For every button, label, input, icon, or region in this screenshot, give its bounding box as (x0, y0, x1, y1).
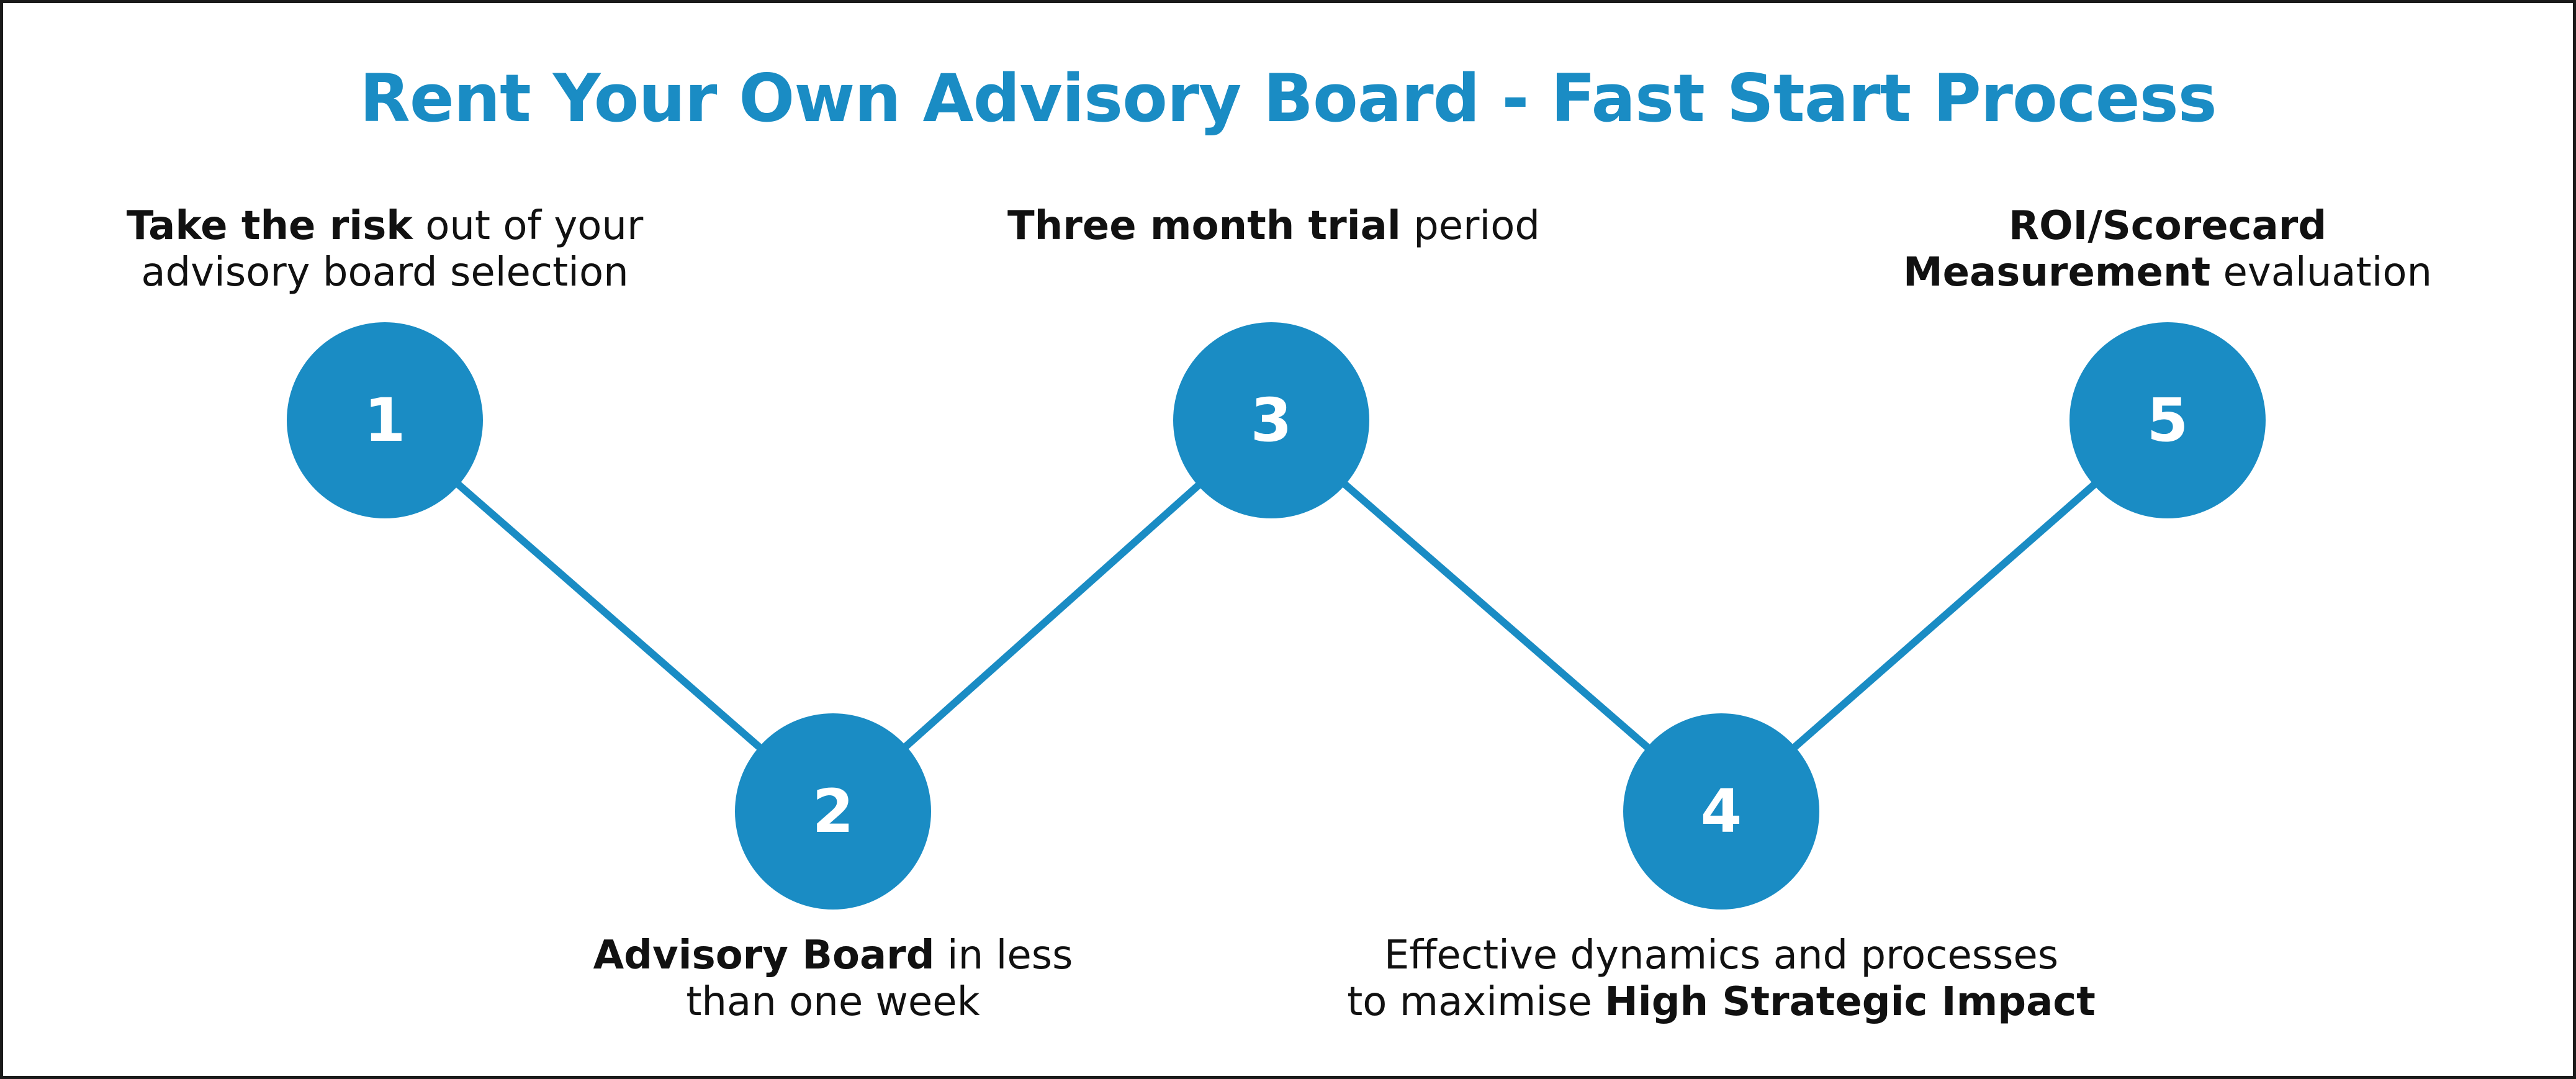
step-2-caption-line-1: Advisory Board in less (593, 932, 1073, 979)
page-title: Rent Your Own Advisory Board - Fast Star… (359, 60, 2217, 137)
step-3-caption-bold: Three month trial (1007, 203, 1401, 249)
step-3-number: 3 (1250, 386, 1292, 455)
step-1-number: 1 (364, 386, 406, 455)
step-2-caption-line-2: than one week (686, 979, 980, 1025)
step-5-circle: 5 (2069, 322, 2266, 518)
connector-4-5 (1719, 417, 2170, 815)
step-5-caption-bold-2: Measurement (1903, 250, 2211, 296)
step-4-number: 4 (1700, 777, 1742, 846)
step-2-caption-bold: Advisory Board (593, 932, 935, 978)
connector-1-2 (382, 417, 835, 815)
step-3-caption-text: period (1400, 203, 1540, 249)
step-4-circle: 4 (1623, 713, 1819, 910)
step-4-caption-bold: High Strategic Impact (1605, 979, 2096, 1025)
step-5-caption: ROI/Scorecard Measurement evaluation (1903, 203, 2432, 296)
step-1-caption-bold: Take the risk (126, 203, 413, 249)
step-4-caption: Effective dynamics and processes to maxi… (1347, 932, 2096, 1026)
step-1-circle: 1 (287, 322, 483, 518)
step-2-circle: 2 (735, 713, 931, 910)
step-3-caption: Three month trial period (1007, 203, 1540, 250)
step-1-caption: Take the risk out of your advisory board… (127, 203, 644, 296)
zigzag-connectors (382, 417, 2170, 815)
step-5-number: 5 (2146, 386, 2189, 455)
step-5-caption-line-2: Measurement evaluation (1903, 250, 2432, 296)
step-4-caption-text: to maximise (1347, 979, 1605, 1025)
step-4-caption-line-1: Effective dynamics and processes (1384, 932, 2059, 978)
step-5-caption-bold-1: ROI/Scorecard (2008, 203, 2327, 249)
step-5-caption-line-1: ROI/Scorecard (1903, 203, 2432, 250)
connector-3-4 (1269, 417, 1724, 815)
step-3-circle: 3 (1173, 322, 1369, 518)
step-1-caption-text: out of your (412, 203, 644, 249)
step-5-caption-text: evaluation (2210, 250, 2433, 296)
step-4-caption-line-2: to maximise High Strategic Impact (1347, 979, 2096, 1026)
step-2-number: 2 (812, 777, 854, 846)
step-2-caption-text: in less (934, 932, 1073, 978)
step-2-caption: Advisory Board in less than one week (593, 932, 1073, 1026)
step-1-caption-line-1: Take the risk out of your (127, 203, 644, 250)
step-1-caption-line-2: advisory board selection (141, 250, 629, 296)
step-3-caption-line-1: Three month trial period (1007, 203, 1540, 250)
